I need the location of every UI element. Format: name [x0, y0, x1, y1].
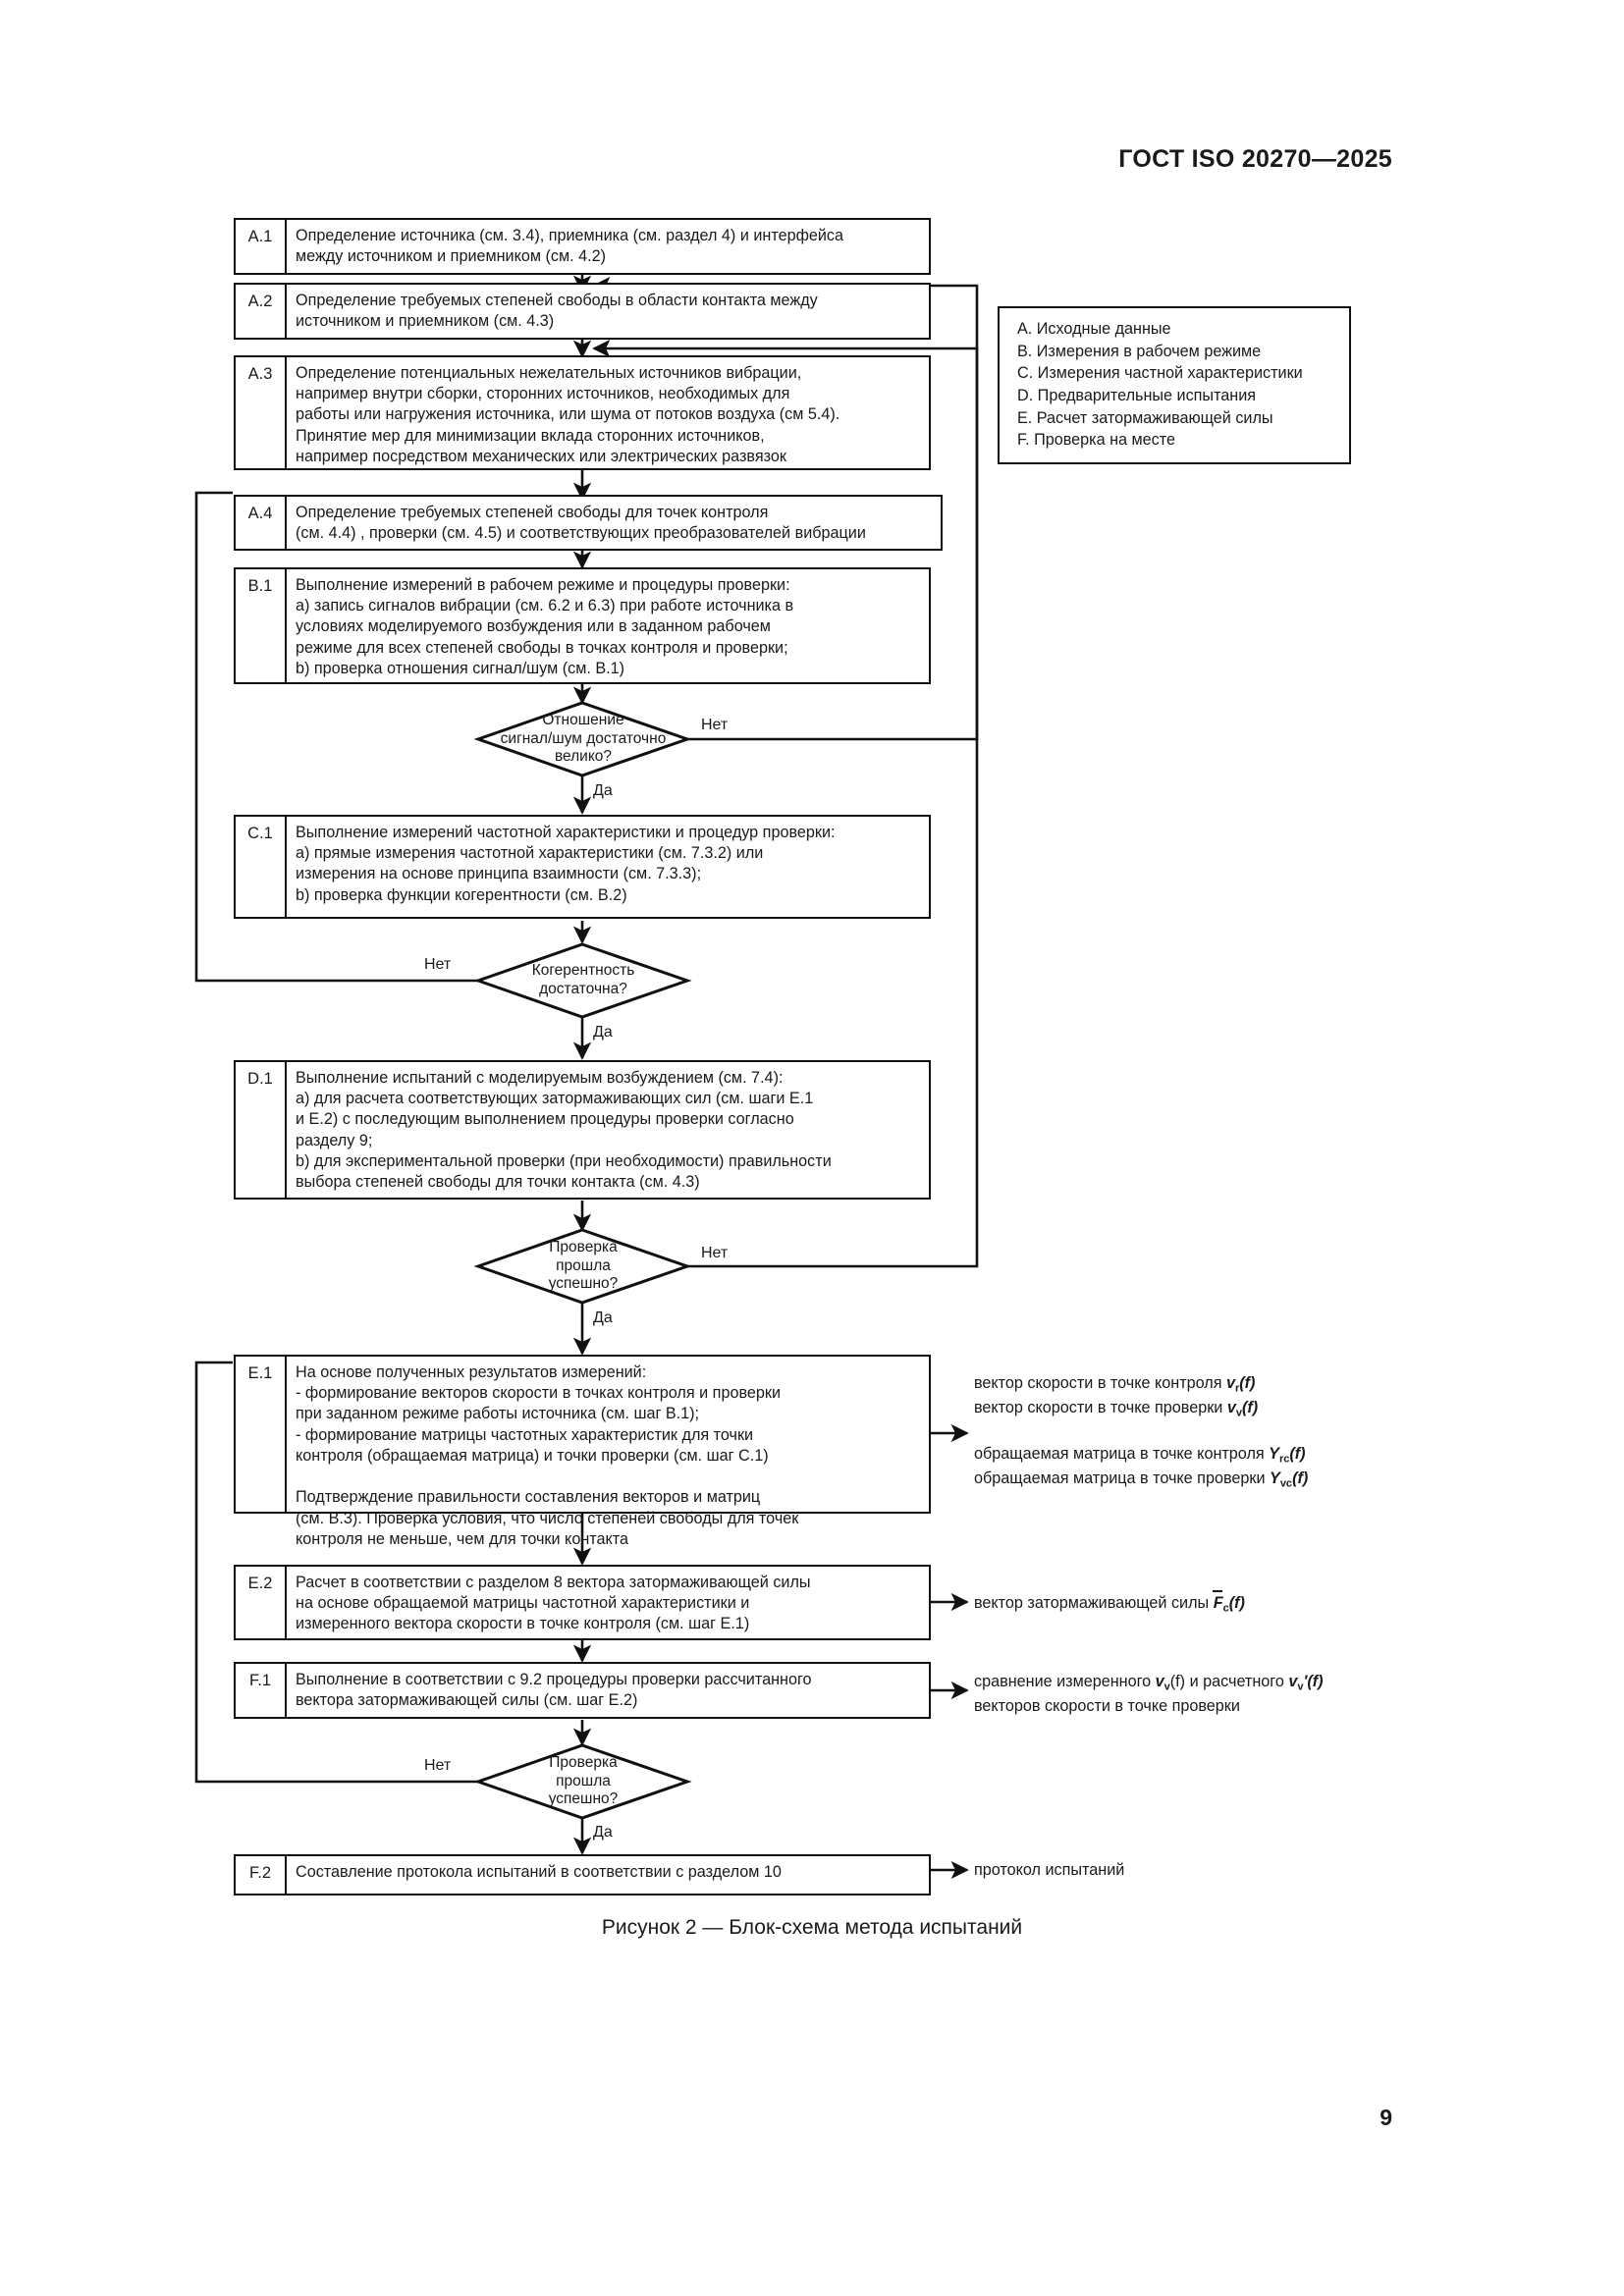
flow-node-e2[interactable]: E.2 Расчет в соответствии с разделом 8 в…: [234, 1565, 931, 1640]
decision-signal-noise-label: Отношение сигнал/шум достаточно велико?: [500, 711, 667, 766]
branch-label-yes-1: Да: [591, 782, 615, 800]
flow-node-f1-text: Выполнение в соответствии с 9.2 процедур…: [296, 1671, 812, 1710]
flow-node-a3-text: Определение потенциальных нежелательных …: [296, 364, 840, 465]
legend-item-f: F. Проверка на месте: [1017, 431, 1175, 450]
figure-caption: Рисунок 2 — Блок-схема метода испытаний: [601, 1916, 1023, 1939]
branch-label-yes-2: Да: [591, 1024, 615, 1041]
annotation-f2-report: протокол испытаний: [974, 1859, 1124, 1882]
flow-node-a2-tag: A.2: [236, 285, 287, 338]
legend-item-a: A. Исходные данные: [1017, 320, 1171, 338]
branch-label-no-1: Нет: [699, 717, 731, 734]
flow-node-c1-text: Выполнение измерений частотной характери…: [296, 824, 836, 904]
decision-verification-d-label: Проверка прошла успешно?: [548, 1238, 619, 1293]
flow-node-e2-tag: E.2: [236, 1567, 287, 1638]
branch-label-yes-4: Да: [591, 1824, 615, 1842]
decision-verification-f[interactable]: Проверка прошла успешно?: [478, 1743, 688, 1820]
flow-node-f1[interactable]: F.1 Выполнение в соответствии с 9.2 проц…: [234, 1662, 931, 1719]
branch-label-no-3: Нет: [699, 1245, 731, 1262]
annotation-e1-line2: вектор скорости в точке проверки vv(f): [974, 1398, 1259, 1419]
flow-node-d1[interactable]: D.1 Выполнение испытаний с моделируемым …: [234, 1060, 931, 1200]
vector-bar-icon: F: [1212, 1590, 1223, 1615]
annotation-f1-line1: сравнение измеренного vv(f) и расчетного…: [974, 1673, 1324, 1693]
flow-node-a4-tag: A.4: [236, 497, 287, 549]
flow-node-d1-text: Выполнение испытаний с моделируемым возб…: [296, 1069, 832, 1192]
document-header-standard-number: ГОСТ ISO 20270—2025: [1118, 145, 1392, 173]
flow-node-f2[interactable]: F.2 Составление протокола испытаний в со…: [234, 1854, 931, 1896]
annotation-f2-line1: протокол испытаний: [974, 1861, 1125, 1879]
flow-node-b1-tag: B.1: [236, 569, 287, 682]
flow-node-a1-text: Определение источника (см. 3.4), приемни…: [296, 227, 844, 266]
annotation-f1-compare: сравнение измеренного vv(f) и расчетного…: [974, 1671, 1324, 1718]
flow-node-e1-text: На основе полученных результатов измерен…: [296, 1363, 799, 1548]
flow-node-a4-text: Определение требуемых степеней свободы д…: [296, 504, 866, 543]
decision-verification-d[interactable]: Проверка прошла успешно?: [478, 1228, 688, 1305]
annotation-e1-velocity: вектор скорости в точке контроля vr(f) в…: [974, 1372, 1258, 1421]
flow-node-d1-tag: D.1: [236, 1062, 287, 1198]
page-number: 9: [1380, 2105, 1392, 2130]
decision-verification-f-label: Проверка прошла успешно?: [548, 1753, 619, 1808]
flow-node-a3-tag: A.3: [236, 357, 287, 468]
flow-node-f2-tag: F.2: [236, 1856, 287, 1894]
annotation-e1-matrix: обращаемая матрица в точке контроля Yrc(…: [974, 1443, 1308, 1492]
legend-item-b: B. Измерения в рабочем режиме: [1017, 342, 1262, 360]
legend-item-e: E. Расчет затормаживающей силы: [1017, 408, 1273, 427]
flow-node-e1-tag: E.1: [236, 1357, 287, 1512]
flow-node-a1[interactable]: A.1 Определение источника (см. 3.4), при…: [234, 218, 931, 275]
decision-coherence[interactable]: Когерентность достаточна?: [478, 942, 688, 1019]
annotation-f1-line2: векторов скорости в точке проверки: [974, 1696, 1240, 1715]
flow-node-a4[interactable]: A.4 Определение требуемых степеней свобо…: [234, 495, 943, 551]
decision-signal-noise[interactable]: Отношение сигнал/шум достаточно велико?: [478, 701, 688, 777]
flow-node-a1-tag: A.1: [236, 220, 287, 273]
flow-node-a3[interactable]: A.3 Определение потенциальных нежелатель…: [234, 355, 931, 470]
decision-coherence-label: Когерентность достаточна?: [531, 962, 635, 997]
legend-item-d: D. Предварительные испытания: [1017, 387, 1257, 405]
flow-node-f1-tag: F.1: [236, 1664, 287, 1717]
flow-node-c1[interactable]: C.1 Выполнение измерений частотной харак…: [234, 815, 931, 919]
flowchart-legend: A. Исходные данные B. Измерения в рабоче…: [998, 306, 1351, 465]
flow-node-a2-text: Определение требуемых степеней свободы в…: [296, 292, 818, 331]
branch-label-yes-3: Да: [591, 1309, 615, 1327]
annotation-e2-line1: вектор затормаживающей силы Fc(f): [974, 1590, 1245, 1615]
flow-node-e2-text: Расчет в соответствии с разделом 8 векто…: [296, 1574, 811, 1633]
flow-node-b1[interactable]: B.1 Выполнение измерений в рабочем режим…: [234, 567, 931, 684]
branch-label-no-2: Нет: [422, 956, 454, 974]
legend-item-c: C. Измерения частной характеристики: [1017, 364, 1303, 383]
annotation-e1-line4: обращаемая матрица в точке проверки Yvc(…: [974, 1468, 1309, 1490]
branch-label-no-4: Нет: [422, 1757, 454, 1775]
annotation-e1-line3: обращаемая матрица в точке контроля Yrc(…: [974, 1445, 1306, 1466]
flow-node-a2[interactable]: A.2 Определение требуемых степеней свобо…: [234, 283, 931, 340]
flow-node-f2-text: Составление протокола испытаний в соотве…: [296, 1863, 782, 1881]
annotation-e2-force: вектор затормаживающей силы Fc(f): [974, 1590, 1245, 1617]
flow-node-b1-text: Выполнение измерений в рабочем режиме и …: [296, 576, 794, 677]
flow-node-c1-tag: C.1: [236, 817, 287, 917]
flow-node-e1[interactable]: E.1 На основе полученных результатов изм…: [234, 1355, 931, 1548]
annotation-e1-line1: вектор скорости в точке контроля vr(f): [974, 1374, 1256, 1395]
